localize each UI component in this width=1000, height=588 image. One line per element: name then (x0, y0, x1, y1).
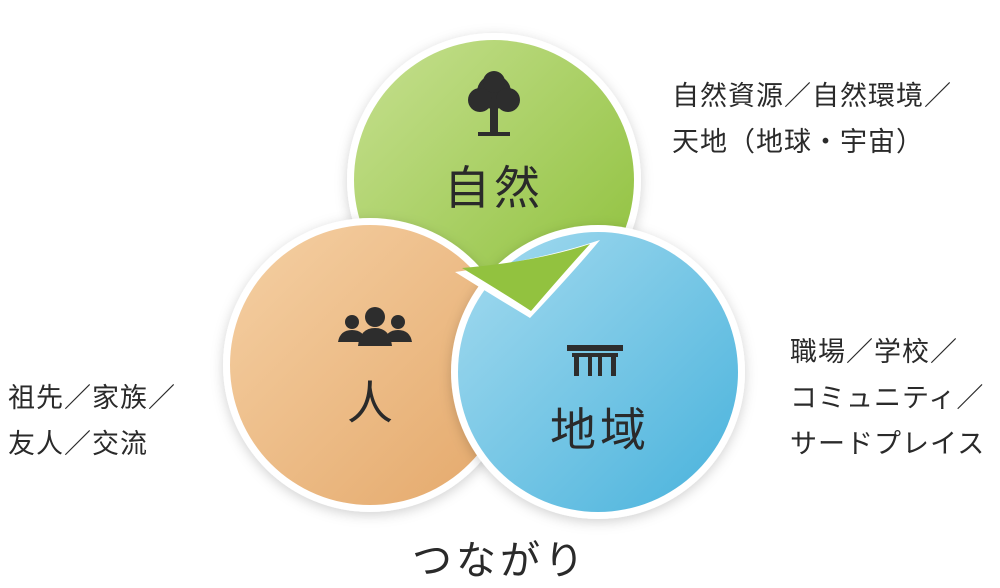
region-note-line2: コミュニティ／ (790, 383, 985, 414)
people-circle (223, 218, 517, 512)
tree-icon (468, 71, 520, 136)
region-note-line1: 職場／学校／ (790, 337, 958, 368)
region-note-line3: サードプレイス (790, 429, 986, 460)
region-label: 地域 (550, 403, 650, 457)
people-note-line2: 友人／交流 (8, 429, 148, 460)
people-note-line1: 祖先／家族／ (8, 383, 176, 414)
people-note: 祖先／家族／ 友人／交流 (8, 376, 176, 468)
nature-swirl-tip (455, 240, 600, 318)
nature-note-line2: 天地（地球・宇宙） (672, 127, 924, 158)
people-label: 人 (347, 376, 397, 430)
nature-label: 自然 (444, 161, 544, 215)
torii-gate-icon (567, 345, 623, 376)
people-icon (338, 307, 412, 346)
nature-note-line1: 自然資源／自然環境／ (672, 81, 952, 112)
nature-note: 自然資源／自然環境／ 天地（地球・宇宙） (672, 74, 952, 166)
caption: つながり (412, 538, 588, 584)
region-note: 職場／学校／ コミュニティ／ サードプレイス (790, 330, 985, 468)
